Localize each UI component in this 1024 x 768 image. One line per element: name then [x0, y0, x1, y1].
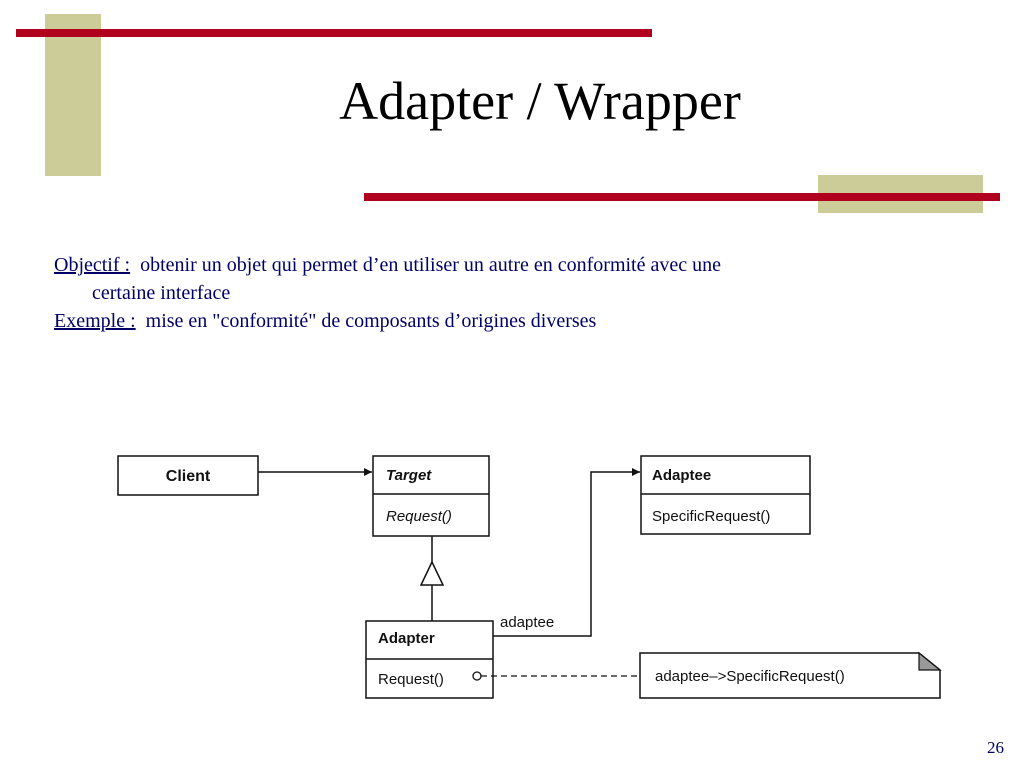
target-class-name: Target	[386, 467, 432, 484]
target-class: Target Request()	[372, 455, 490, 537]
adaptee-association	[493, 468, 640, 637]
objective-paragraph: Objectif : obtenir un objet qui permet d…	[54, 251, 954, 307]
inheritance-arrow	[419, 536, 445, 621]
example-paragraph: Exemple : mise en "conformité" de compos…	[54, 307, 954, 335]
adaptee-association-label: adaptee	[500, 614, 554, 631]
note-link-anchor	[472, 671, 482, 681]
objective-label: Objectif :	[54, 254, 131, 276]
objective-continuation: certaine interface	[92, 282, 231, 304]
example-text: mise en "conformité" de composants d’ori…	[145, 310, 597, 332]
adapter-class: Adapter Request()	[365, 620, 494, 699]
khaki-vertical-bar	[45, 14, 101, 176]
note-text: adaptee–>SpecificRequest()	[655, 668, 845, 685]
slide-title: Adapter / Wrapper	[339, 71, 741, 131]
mid-red-rule	[364, 193, 1000, 201]
client-class-name: Client	[166, 468, 211, 485]
adapter-class-name: Adapter	[378, 630, 435, 647]
client-class: Client	[117, 455, 259, 496]
target-operation: Request()	[386, 508, 452, 525]
adaptee-class: Adaptee SpecificRequest()	[640, 455, 811, 535]
top-red-rule	[16, 29, 652, 37]
objective-line: Objectif : obtenir un objet qui permet d…	[54, 251, 954, 279]
objective-text: obtenir un objet qui permet d’en utilise…	[140, 254, 722, 276]
implementation-note: adaptee–>SpecificRequest()	[639, 651, 942, 699]
adaptee-operation: SpecificRequest()	[652, 508, 770, 525]
example-label: Exemple :	[54, 310, 136, 332]
page-number: 26	[987, 738, 1004, 757]
adapter-operation: Request()	[378, 671, 444, 688]
adaptee-class-name: Adaptee	[652, 467, 711, 484]
